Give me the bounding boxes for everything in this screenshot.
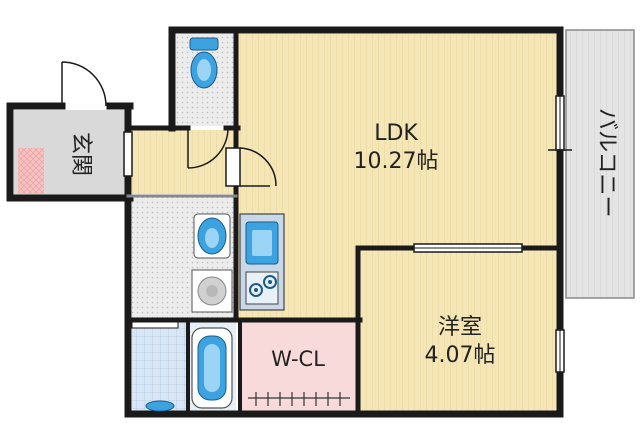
bath-drain-icon <box>145 400 175 412</box>
walk-in-closet-label: W-CL <box>271 347 325 371</box>
ldk-floor <box>236 34 558 248</box>
ldk-label: LDK <box>374 121 418 146</box>
bath-floor <box>132 322 188 412</box>
balcony-label: バルコニー <box>594 108 619 218</box>
windows <box>123 95 572 373</box>
washbasin-icon <box>193 213 231 259</box>
washing-machine-icon <box>191 269 233 313</box>
hallway-floor <box>132 130 236 194</box>
western-room-size: 4.07帖 <box>425 343 496 368</box>
toilet-icon <box>189 37 219 89</box>
bathtub-icon <box>191 327 233 409</box>
ldk-size: 10.27帖 <box>354 149 439 174</box>
closet-floor <box>240 322 356 412</box>
doors <box>61 61 277 187</box>
western-room-floor <box>358 250 558 412</box>
stove-icon <box>245 271 279 305</box>
shoe-storage <box>18 148 44 194</box>
balcony: バルコニー <box>565 29 635 299</box>
entrance-label: 玄関 <box>68 132 93 176</box>
western-room-label: 洋室 <box>438 315 482 340</box>
walls <box>6 26 564 418</box>
closet-hanger-rail <box>248 392 350 406</box>
